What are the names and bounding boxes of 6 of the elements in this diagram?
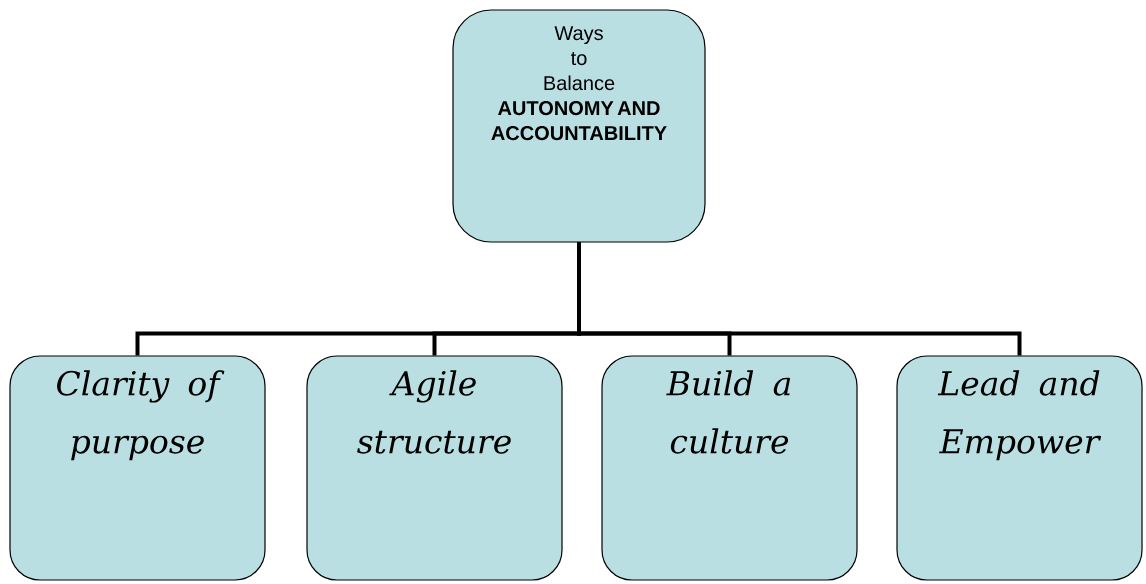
category-box: Lead and Empower <box>896 355 1143 581</box>
category-box: Build a culture <box>601 355 858 581</box>
category-box: Clarity of purpose <box>9 355 266 581</box>
category-box: Agile structure <box>306 355 563 581</box>
connector-line <box>577 242 1022 356</box>
title-box: Ways to Balance AUTONOMY AND ACCOUNTABILITY <box>452 9 706 243</box>
